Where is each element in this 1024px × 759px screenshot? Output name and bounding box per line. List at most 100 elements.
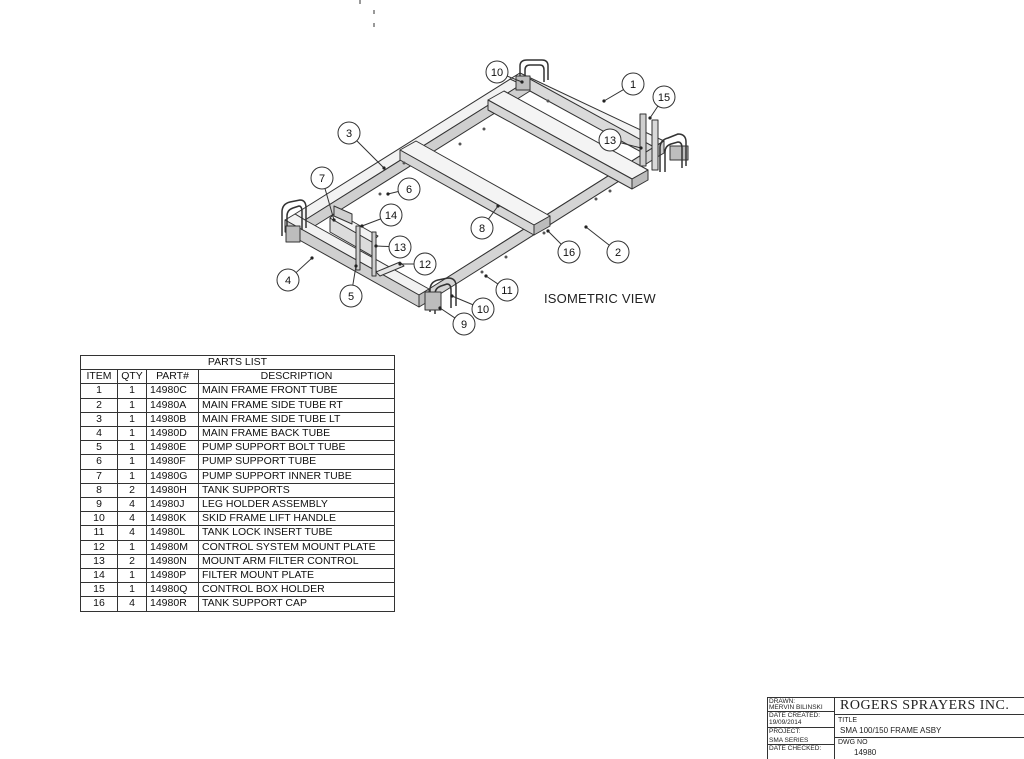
part-number: 14980F — [146, 454, 199, 470]
leader-line — [375, 245, 390, 248]
parts-list-header-row: ITEM QTY PART# DESCRIPTION — [80, 369, 395, 385]
balloon-item-9: 9 — [438, 306, 476, 336]
leader-dot — [648, 116, 652, 120]
balloon-item-16: 16 — [546, 229, 581, 264]
drawing-title: SMA 100/150 FRAME ASBY — [840, 726, 942, 735]
balloon-item-15: 15 — [648, 85, 676, 120]
leader-line — [387, 191, 399, 195]
item-number: 10 — [80, 511, 118, 527]
quantity: 1 — [117, 454, 147, 470]
quantity: 2 — [117, 553, 147, 570]
balloon-number: 15 — [658, 92, 670, 104]
balloon-item-14: 14 — [360, 203, 403, 228]
column-header-description: DESCRIPTION — [198, 369, 395, 385]
leader-line — [439, 307, 456, 319]
item-number: 12 — [80, 539, 118, 555]
balloon-item-11: 11 — [484, 274, 519, 302]
item-number: 3 — [80, 411, 118, 428]
leader-dot — [310, 256, 314, 260]
column-header-part: PART# — [146, 369, 199, 385]
balloon-item-10: 10 — [485, 60, 524, 84]
leader-line — [324, 188, 335, 221]
balloon-circle — [337, 121, 361, 145]
leader-line — [295, 257, 313, 273]
item-number: 14 — [80, 568, 118, 584]
description: MOUNT ARM FILTER CONTROL — [198, 553, 395, 570]
title-block-left-column: DRAWN: MERVIN BILINSKI DATE CREATED: 19/… — [768, 698, 835, 759]
description: MAIN FRAME FRONT TUBE — [198, 383, 395, 399]
leader-dot — [496, 204, 500, 208]
leader-line — [352, 265, 357, 286]
balloon-number: 6 — [406, 184, 412, 196]
pump-support-assembly — [329, 205, 405, 277]
description: TANK LOCK INSERT TUBE — [198, 525, 395, 541]
company-name: ROGERS SPRAYERS INC. — [840, 698, 1010, 713]
part-number: 14980D — [146, 426, 199, 442]
leader-line — [547, 230, 562, 245]
leader-dot — [546, 229, 550, 233]
leader-line — [361, 218, 381, 227]
leader-line — [485, 275, 499, 285]
balloon-circle — [598, 128, 622, 152]
description: FILTER MOUNT PLATE — [198, 568, 395, 584]
item-number: 6 — [80, 454, 118, 470]
description: PUMP SUPPORT TUBE — [198, 454, 395, 470]
leader-dot — [484, 274, 488, 278]
description: PUMP SUPPORT BOLT TUBE — [198, 440, 395, 456]
project-value: SMA SERIES — [769, 737, 809, 744]
quantity: 1 — [117, 426, 147, 442]
balloon-number: 5 — [348, 291, 354, 303]
balloon-circle — [452, 312, 476, 336]
description: SKID FRAME LIFT HANDLE — [198, 511, 395, 527]
leader-line — [356, 140, 385, 169]
balloon-circle — [471, 297, 495, 321]
item-number: 9 — [80, 497, 118, 513]
balloon-circle — [652, 85, 676, 109]
balloon-number: 16 — [563, 247, 575, 259]
quantity: 2 — [117, 482, 147, 499]
item-number: 2 — [80, 397, 118, 413]
balloon-circle — [495, 278, 519, 302]
balloon-circle — [470, 216, 494, 240]
leader-line — [585, 226, 610, 246]
balloon-number: 14 — [385, 210, 397, 222]
drawn-by: MERVIN BILINSKI — [769, 704, 823, 711]
leader-dot — [438, 306, 442, 310]
part-number: 14980P — [146, 568, 199, 584]
tank-support-front — [487, 90, 649, 190]
leader-dot — [639, 146, 643, 150]
part-number: 14980L — [146, 525, 199, 541]
description: MAIN FRAME SIDE TUBE LT — [198, 411, 395, 428]
date-created: 19/09/2014 — [769, 719, 802, 726]
part-number: 14980J — [146, 497, 199, 513]
balloon-number: 2 — [615, 247, 621, 259]
leader-line — [451, 295, 474, 306]
part-number: 14980N — [146, 553, 199, 570]
balloon-number: 13 — [604, 135, 616, 147]
item-number: 5 — [80, 440, 118, 456]
leader-line — [507, 75, 523, 83]
balloon-circle — [397, 177, 421, 201]
balloon-item-5: 5 — [339, 264, 363, 308]
part-number: 14980Q — [146, 582, 199, 598]
description: PUMP SUPPORT INNER TUBE — [198, 468, 395, 484]
balloon-item-13: 13 — [598, 128, 643, 152]
view-label: ISOMETRIC VIEW — [544, 291, 656, 306]
leader-dot — [398, 262, 402, 266]
item-number: 11 — [80, 525, 118, 541]
description: LEG HOLDER ASSEMBLY — [198, 497, 395, 513]
item-number: 15 — [80, 582, 118, 598]
quantity: 1 — [117, 582, 147, 598]
parts-list-caption: PARTS LIST — [80, 354, 395, 371]
description: TANK SUPPORT CAP — [198, 596, 395, 612]
balloon-item-12: 12 — [398, 252, 437, 276]
quantity: 1 — [117, 568, 147, 584]
